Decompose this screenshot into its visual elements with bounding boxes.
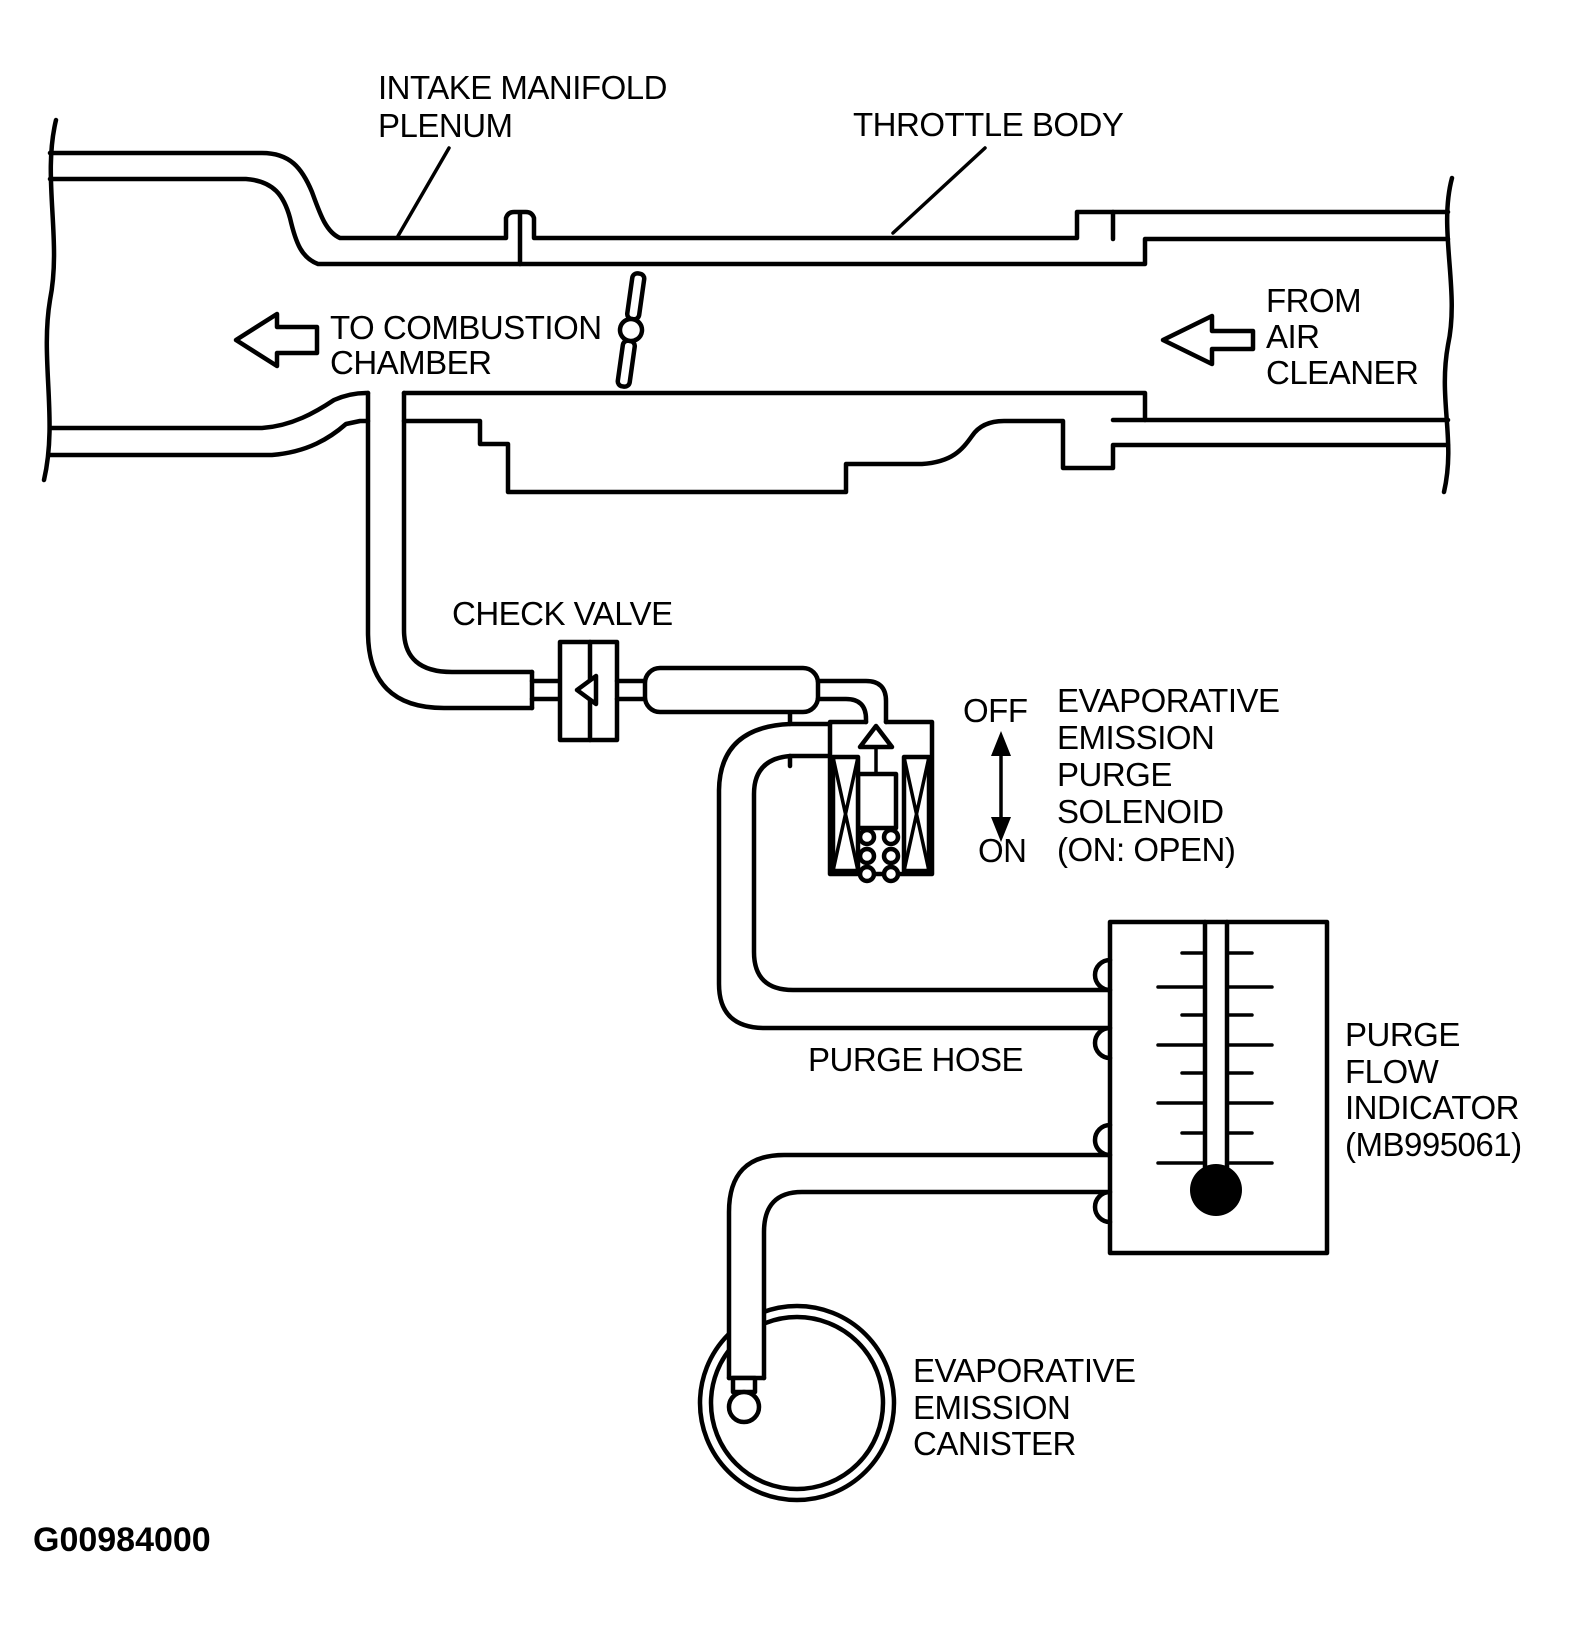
label-from-air-cleaner-line3: CLEANER: [1266, 354, 1418, 391]
check-valve-right-stub: [614, 678, 648, 702]
label-purge-flow-indicator-line4: (MB995061): [1345, 1126, 1522, 1163]
throttle-plate: [615, 271, 647, 389]
lower-hose-outer: [726, 1152, 1113, 1381]
throttle-plate-lower: [615, 338, 638, 389]
canister-inner-ring: [708, 1314, 886, 1492]
label-intake-manifold-plenum-line1: INTAKE MANIFOLD: [378, 69, 667, 106]
lower-hose-inner: [761, 1189, 1113, 1381]
label-purge-solenoid-line4: SOLENOID: [1057, 793, 1224, 830]
bottom-outer-wall-left: [47, 418, 371, 458]
vacuum-pipe: [365, 390, 535, 711]
indicator-float-ball: [1190, 1164, 1242, 1216]
bottom-inner-wall-left: [47, 390, 371, 431]
pipe-overlap-mask: [731, 1298, 762, 1380]
evap-canister: [697, 1303, 897, 1503]
top-inner-wall: [47, 176, 1451, 267]
label-purge-hose: PURGE HOSE: [808, 1041, 1023, 1078]
hose-coupler: [642, 665, 821, 715]
purge-solenoid: [787, 678, 935, 884]
solenoid-coil-right: [901, 754, 932, 874]
label-evap-canister-line2: EMISSION: [913, 1389, 1070, 1426]
vacuum-pipe-inner: [401, 390, 535, 675]
solenoid-outlet-port: [787, 711, 833, 769]
label-purge-flow-indicator-line3: INDICATOR: [1345, 1089, 1519, 1126]
bottom-outer-wall-right: [401, 418, 1451, 495]
purge-hose-inner: [751, 753, 1113, 993]
flow-arrow-from-air-cleaner: [1160, 313, 1256, 367]
left-break-line: [41, 117, 59, 483]
throttle-plate-upper: [624, 271, 647, 322]
top-outer-wall: [47, 150, 1451, 241]
flow-arrow-to-combustion: [233, 311, 320, 369]
solenoid-inlet-outer: [815, 678, 889, 725]
label-purge-flow-indicator-line2: FLOW: [1345, 1053, 1440, 1090]
check-valve: [529, 639, 821, 743]
solenoid-orifices: [857, 827, 901, 884]
leader-throttle-body: [891, 146, 987, 235]
purge-flow-indicator: [1092, 919, 1330, 1256]
label-solenoid-on: ON: [978, 832, 1027, 869]
indicator-scale-ticks: [1156, 951, 1274, 1165]
label-from-air-cleaner-line2: AIR: [1266, 318, 1320, 355]
label-check-valve: CHECK VALVE: [452, 595, 673, 632]
leader-intake-plenum: [396, 146, 451, 238]
check-valve-left-stub: [529, 678, 563, 702]
label-purge-solenoid-line5: (ON: OPEN): [1057, 831, 1235, 868]
check-valve-arrow: [574, 673, 599, 707]
label-solenoid-off: OFF: [963, 692, 1027, 729]
solenoid-body: [827, 719, 935, 877]
label-purge-flow-indicator-line1: PURGE: [1345, 1016, 1460, 1053]
label-to-combustion-line1: TO COMBUSTION: [330, 309, 602, 346]
solenoid-inlet-inner: [815, 696, 869, 725]
label-purge-solenoid-line3: PURGE: [1057, 756, 1172, 793]
vacuum-pipe-outer: [365, 390, 535, 711]
label-purge-solenoid-line2: EMISSION: [1057, 719, 1214, 756]
solenoid-plunger: [855, 771, 899, 831]
label-evap-canister-line1: EVAPORATIVE: [913, 1352, 1136, 1389]
throttle-shaft: [617, 316, 645, 344]
label-evap-canister-line3: CANISTER: [913, 1425, 1076, 1462]
bottom-inner-wall-right: [401, 390, 1148, 423]
indicator-port-bumps: [1092, 957, 1113, 1225]
off-on-arrow: [991, 731, 1011, 842]
purge-hose-upper: [716, 721, 1113, 1031]
canister-outer-ring: [697, 1303, 897, 1503]
label-purge-solenoid-line1: EVAPORATIVE: [1057, 682, 1280, 719]
label-from-air-cleaner-line1: FROM: [1266, 282, 1361, 319]
label-to-combustion-line2: CHAMBER: [330, 344, 492, 381]
solenoid-coil-left: [830, 754, 861, 874]
text-labels: INTAKE MANIFOLD PLENUM THROTTLE BODY TO …: [33, 69, 1522, 1559]
label-throttle-body: THROTTLE BODY: [853, 106, 1124, 143]
figure-code: G00984000: [33, 1521, 211, 1559]
solenoid-valve-arrow: [857, 723, 895, 750]
label-intake-manifold-plenum-line2: PLENUM: [378, 107, 513, 144]
intake-tract: [41, 117, 1455, 495]
purge-hose-lower: [726, 1152, 1113, 1425]
purge-hose-outer: [716, 721, 1113, 1031]
canister-port-ball: [726, 1389, 762, 1425]
